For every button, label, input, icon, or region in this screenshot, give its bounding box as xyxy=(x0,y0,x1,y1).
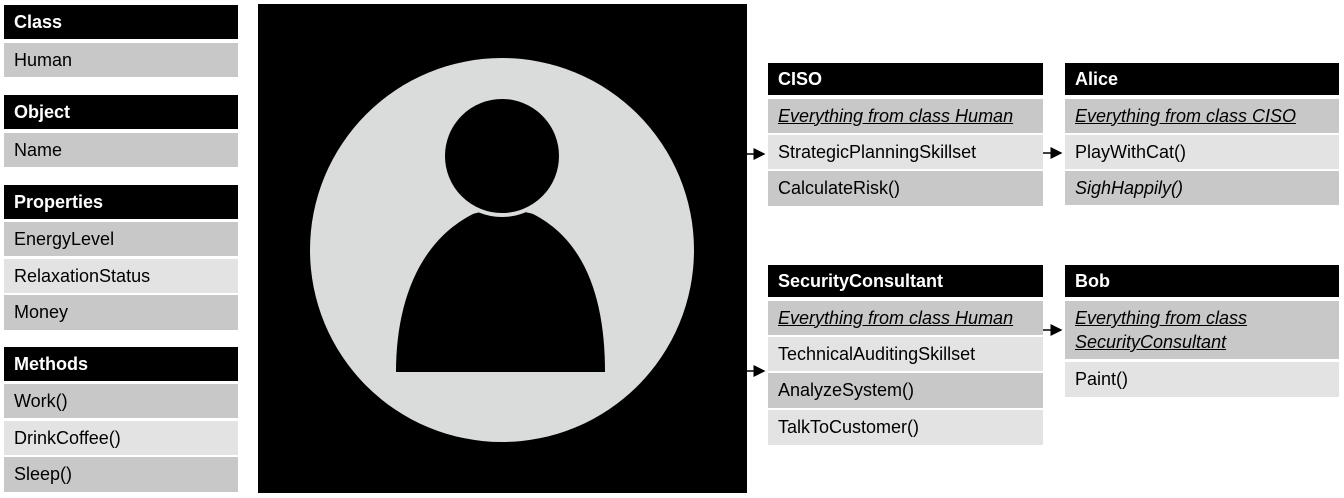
bob-header: Bob xyxy=(1065,265,1339,297)
methods-header: Methods xyxy=(4,347,238,381)
alice-inherit: Everything from class CISO xyxy=(1065,99,1339,133)
avatar-panel xyxy=(258,4,747,493)
alice-header: Alice xyxy=(1065,63,1339,95)
class-header: Class xyxy=(4,5,238,39)
ciso-item: CalculateRisk() xyxy=(768,171,1043,206)
bob-inherit-line1: Everything from class xyxy=(1075,308,1248,328)
security-consultant-item: TalkToCustomer() xyxy=(768,410,1043,445)
avatar-body xyxy=(396,210,605,372)
alice-item: SighHappily() xyxy=(1065,171,1339,205)
property-item: RelaxationStatus xyxy=(4,259,238,293)
security-consultant-item: TechnicalAuditingSkillset xyxy=(768,337,1043,371)
security-consultant-item: AnalyzeSystem() xyxy=(768,373,1043,408)
property-item: Money xyxy=(4,295,238,330)
bob-box: Bob Everything from class SecurityConsul… xyxy=(1065,265,1339,397)
properties-box: Properties EnergyLevel RelaxationStatus … xyxy=(4,185,238,330)
property-item: EnergyLevel xyxy=(4,222,238,256)
bob-item: Paint() xyxy=(1065,362,1339,397)
security-consultant-box: SecurityConsultant Everything from class… xyxy=(768,265,1043,445)
object-header: Object xyxy=(4,95,238,129)
avatar-head xyxy=(441,95,563,217)
method-item: Sleep() xyxy=(4,457,238,492)
methods-box: Methods Work() DrinkCoffee() Sleep() xyxy=(4,347,238,492)
class-item: Human xyxy=(4,43,238,77)
method-item: Work() xyxy=(4,384,238,418)
class-box: Class Human xyxy=(4,5,238,77)
alice-box: Alice Everything from class CISO PlayWit… xyxy=(1065,63,1339,205)
alice-item: PlayWithCat() xyxy=(1065,135,1339,169)
ciso-item: StrategicPlanningSkillset xyxy=(768,135,1043,169)
object-item: Name xyxy=(4,133,238,167)
security-consultant-inherit: Everything from class Human xyxy=(768,301,1043,335)
bob-inherit-line2: SecurityConsultant xyxy=(1075,332,1227,352)
ciso-inherit: Everything from class Human xyxy=(768,99,1043,133)
person-icon xyxy=(310,58,694,442)
properties-header: Properties xyxy=(4,185,238,219)
ciso-box: CISO Everything from class Human Strateg… xyxy=(768,63,1043,206)
security-consultant-header: SecurityConsultant xyxy=(768,265,1043,297)
bob-inherit: Everything from class SecurityConsultant xyxy=(1065,301,1339,359)
method-item: DrinkCoffee() xyxy=(4,421,238,455)
object-box: Object Name xyxy=(4,95,238,167)
ciso-header: CISO xyxy=(768,63,1043,95)
